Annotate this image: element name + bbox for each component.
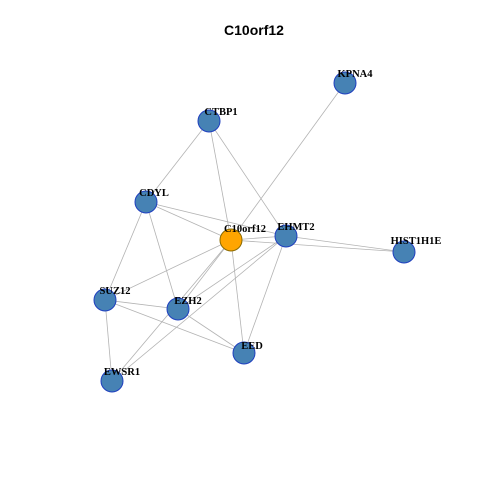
node-layer: [93, 71, 416, 393]
edge-ezh2-eed: [177, 308, 245, 354]
node-label-ehmt2: EHMT2: [277, 222, 314, 233]
node-label-ctbp1: CTBP1: [204, 107, 237, 118]
edge-ehmt2-ezh2: [177, 235, 287, 310]
edge-suz12-eed: [104, 299, 245, 354]
node-label-ewsr1: EWSR1: [104, 367, 140, 378]
edge-c10orf12-ezh2: [177, 239, 232, 310]
node-suz12[interactable]: [93, 288, 117, 312]
edge-ehmt2-eed: [243, 235, 287, 354]
node-label-c10orf12: C10orf12: [224, 224, 266, 235]
node-label-cdyl: CDYL: [139, 188, 169, 199]
node-label-ezh2: EZH2: [174, 296, 201, 307]
edge-c10orf12-cdyl: [145, 201, 232, 241]
edge-ehmt2-ewsr1: [111, 235, 287, 382]
node-label-eed: EED: [241, 341, 263, 352]
node-label-hist1h1e: HIST1H1E: [391, 236, 442, 247]
node-label-suz12: SUZ12: [100, 286, 131, 297]
graph-title: C10orf12: [224, 22, 284, 38]
edge-ctbp1-ehmt2: [208, 120, 287, 237]
node-ctbp1[interactable]: [197, 109, 221, 133]
edge-c10orf12-eed: [230, 239, 245, 354]
edge-layer: [104, 82, 405, 382]
node-kpna4[interactable]: [333, 71, 357, 95]
node-c10orf12[interactable]: [219, 228, 243, 252]
edge-c10orf12-kpna4: [230, 82, 346, 241]
edge-c10orf12-hist1h1e: [230, 239, 405, 253]
edge-ehmt2-hist1h1e: [285, 235, 405, 253]
edge-cdyl-ezh2: [145, 201, 179, 310]
node-cdyl[interactable]: [134, 190, 158, 214]
node-label-kpna4: KPNA4: [338, 69, 374, 80]
edge-cdyl-suz12: [104, 201, 147, 301]
node-ehmt2[interactable]: [274, 224, 298, 248]
edge-ctbp1-cdyl: [145, 120, 210, 203]
edge-c10orf12-ctbp1: [208, 120, 232, 241]
edge-c10orf12-suz12: [104, 239, 232, 301]
node-eed[interactable]: [232, 341, 256, 365]
node-ewsr1[interactable]: [100, 369, 124, 393]
node-hist1h1e[interactable]: [392, 240, 416, 264]
edge-suz12-ewsr1: [104, 299, 113, 382]
node-ezh2[interactable]: [166, 297, 190, 321]
edge-suz12-ezh2: [104, 299, 179, 310]
edge-cdyl-ehmt2: [145, 201, 287, 237]
